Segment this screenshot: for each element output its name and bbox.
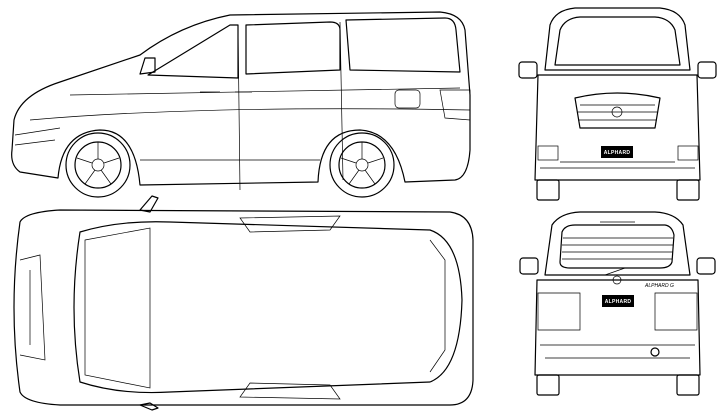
rear-badge-text: ALPHARD G [644, 283, 674, 289]
side-view [11, 11, 471, 198]
mirror-icon [139, 57, 156, 75]
front-wheel [65, 132, 131, 198]
rear-license-plate [602, 295, 634, 307]
front-license-plate [601, 146, 633, 158]
left-mirror [518, 61, 538, 79]
right-mirror [697, 61, 717, 79]
front-view: ALPHARD [518, 7, 717, 201]
top-left-mirror [139, 195, 159, 213]
top-view [13, 195, 474, 411]
rear-wheel [329, 132, 395, 198]
rear-view: ALPHARD G ALPHARD [519, 211, 716, 396]
front-plate-text: ALPHARD [604, 150, 631, 156]
top-right-mirror [139, 402, 159, 411]
rear-plate-text: ALPHARD [605, 299, 632, 305]
